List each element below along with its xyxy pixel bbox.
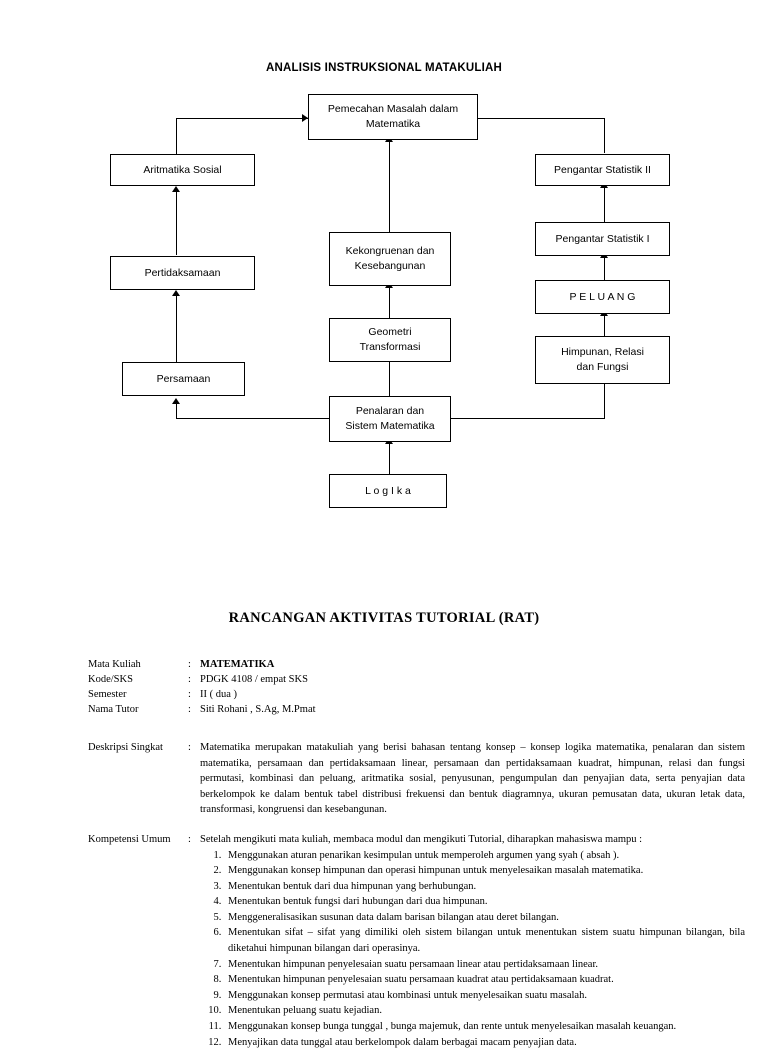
node-peluang[interactable]: P E L U A N G xyxy=(535,280,670,314)
meta-colon: : xyxy=(188,658,191,672)
connector-line xyxy=(176,118,308,119)
deskripsi-colon: : xyxy=(188,740,191,756)
connector-line xyxy=(604,256,605,280)
node-label: Kekongruenan dan xyxy=(346,244,435,259)
connector-line xyxy=(389,140,390,232)
node-label: Penalaran dan xyxy=(356,404,424,419)
node-label: Himpunan, Relasi xyxy=(561,345,644,360)
meta-value: II ( dua ) xyxy=(200,688,237,702)
node-kekongruenan-kesebangunan[interactable]: Kekongruenan dan Kesebangunan xyxy=(329,232,451,286)
node-geometri-transformasi[interactable]: Geometri Transformasi xyxy=(329,318,451,362)
node-label: L o g I k a xyxy=(365,484,411,499)
node-label: Kesebangunan xyxy=(355,259,426,274)
meta-colon: : xyxy=(188,703,191,717)
meta-row-nama-tutor: Nama Tutor : Siti Rohani , S.Ag, M.Pmat xyxy=(88,703,688,717)
node-label: Pemecahan Masalah dalam xyxy=(328,102,458,117)
node-label: Matematika xyxy=(366,117,420,132)
meta-value: PDGK 4108 / empat SKS xyxy=(200,673,308,687)
kompetensi-item: Menentukan peluang suatu kejadian. xyxy=(224,1003,745,1019)
node-label: dan Fungsi xyxy=(577,360,629,375)
node-logika[interactable]: L o g I k a xyxy=(329,474,447,508)
kompetensi-list: Menggunakan aturan penarikan kesimpulan … xyxy=(200,848,745,1050)
connector-arrow xyxy=(172,290,180,296)
connector-arrow xyxy=(172,186,180,192)
node-label: Persamaan xyxy=(157,372,211,387)
kompetensi-intro: Setelah mengikuti mata kuliah, membaca m… xyxy=(200,832,745,848)
kompetensi-item: Menentukan bentuk fungsi dari hubungan d… xyxy=(224,894,745,910)
connector-line xyxy=(176,402,177,419)
meta-colon: : xyxy=(188,688,191,702)
node-himpunan-relasi-fungsi[interactable]: Himpunan, Relasi dan Fungsi xyxy=(535,336,670,384)
connector-line xyxy=(604,314,605,336)
connector-line xyxy=(389,286,390,318)
kompetensi-item: Menggunakan konsep permutasi atau kombin… xyxy=(224,988,745,1004)
kompetensi-item: Menggunakan konsep bunga tunggal , bunga… xyxy=(224,1019,745,1035)
kompetensi-item: Menggeneralisasikan susunan data dalam b… xyxy=(224,910,745,926)
connector-line xyxy=(604,186,605,222)
connector-arrow xyxy=(172,398,180,404)
deskripsi-text: Matematika merupakan matakuliah yang ber… xyxy=(200,740,745,818)
node-pengantar-statistik-2[interactable]: Pengantar Statistik II xyxy=(535,154,670,186)
kompetensi-label: Kompetensi Umum xyxy=(88,832,188,848)
connector-line xyxy=(450,418,605,419)
meta-row-kode-sks: Kode/SKS : PDGK 4108 / empat SKS xyxy=(88,673,688,687)
kompetensi-item: Menentukan bentuk dari dua himpunan yang… xyxy=(224,879,745,895)
meta-value: Siti Rohani , S.Ag, M.Pmat xyxy=(200,703,316,717)
kompetensi-item: Menentukan sifat – sifat yang dimiliki o… xyxy=(224,925,745,956)
kompetensi-item: Menggunakan konsep himpunan dan operasi … xyxy=(224,863,745,879)
meta-label: Mata Kuliah xyxy=(88,658,183,672)
node-label: Pengantar Statistik II xyxy=(554,163,651,178)
connector-line xyxy=(389,442,390,474)
kompetensi-item: Menyajikan data tunggal atau berkelompok… xyxy=(224,1035,745,1050)
meta-label: Nama Tutor xyxy=(88,703,183,717)
kompetensi-colon: : xyxy=(188,832,191,848)
meta-label: Semester xyxy=(88,688,183,702)
meta-row-semester: Semester : II ( dua ) xyxy=(88,688,688,702)
node-label: P E L U A N G xyxy=(570,290,636,305)
rat-title: RANCANGAN AKTIVITAS TUTORIAL (RAT) xyxy=(0,610,768,627)
node-label: Geometri xyxy=(368,325,411,340)
deskripsi-label: Deskripsi Singkat xyxy=(88,740,188,756)
connector-line xyxy=(176,418,331,419)
node-pemecahan-masalah[interactable]: Pemecahan Masalah dalam Matematika xyxy=(308,94,478,140)
kompetensi-item: Menentukan himpunan penyelesaian suatu p… xyxy=(224,957,745,973)
node-label: Pertidaksamaan xyxy=(145,266,221,281)
node-label: Pengantar Statistik I xyxy=(556,232,650,247)
node-persamaan[interactable]: Persamaan xyxy=(122,362,245,396)
connector-line xyxy=(478,118,605,119)
node-label: Aritmatika Sosial xyxy=(143,163,221,178)
kompetensi-body: Setelah mengikuti mata kuliah, membaca m… xyxy=(200,832,745,1050)
node-pengantar-statistik-1[interactable]: Pengantar Statistik I xyxy=(535,222,670,256)
connector-line xyxy=(176,294,177,362)
node-penalaran-sistem-matematika[interactable]: Penalaran dan Sistem Matematika xyxy=(329,396,451,442)
kompetensi-item: Menentukan himpunan penyelesaian suatu p… xyxy=(224,972,745,988)
node-label: Transformasi xyxy=(360,340,421,355)
meta-row-mata-kuliah: Mata Kuliah : MATEMATIKA xyxy=(88,658,688,672)
node-label: Sistem Matematika xyxy=(345,419,434,434)
node-aritmatika-sosial[interactable]: Aritmatika Sosial xyxy=(110,154,255,186)
meta-label: Kode/SKS xyxy=(88,673,183,687)
diagram-title: ANALISIS INSTRUKSIONAL MATAKULIAH xyxy=(0,62,768,74)
node-pertidaksamaan[interactable]: Pertidaksamaan xyxy=(110,256,255,290)
meta-value: MATEMATIKA xyxy=(200,658,274,672)
kompetensi-item: Menggunakan aturan penarikan kesimpulan … xyxy=(224,848,745,864)
connector-line xyxy=(176,190,177,255)
meta-colon: : xyxy=(188,673,191,687)
connector-line xyxy=(604,118,605,153)
